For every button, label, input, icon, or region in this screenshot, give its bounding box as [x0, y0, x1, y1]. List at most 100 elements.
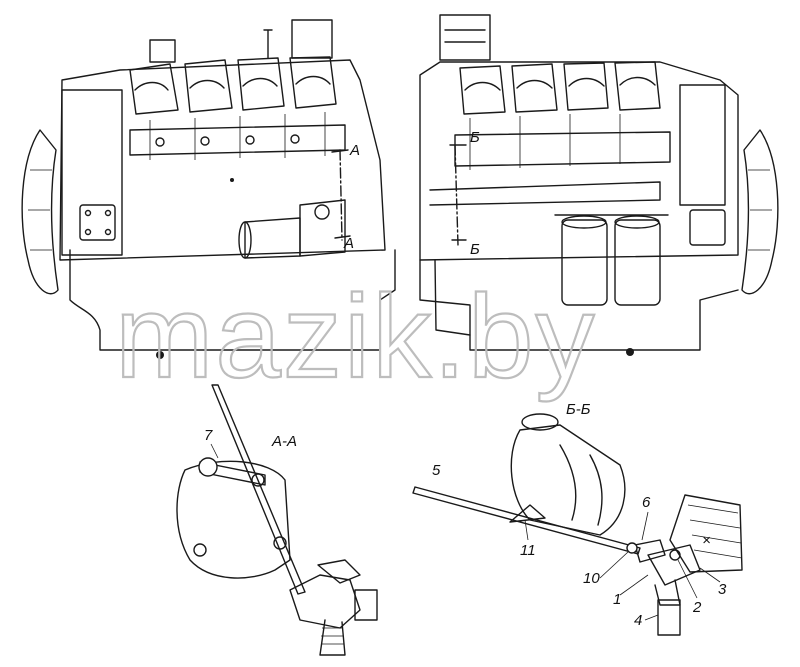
detail-a-pin	[251, 473, 265, 487]
left-oil-pan	[69, 249, 396, 351]
detail-b-contours	[559, 444, 603, 526]
section-mark-a-top: А	[349, 142, 360, 159]
section-b-cut-line	[454, 144, 459, 246]
callout-5: 5	[432, 462, 441, 479]
bolt	[290, 134, 300, 144]
detail-b-block	[669, 494, 743, 573]
bolt	[626, 348, 634, 356]
right-top-compressor	[439, 14, 491, 61]
left-fan-ribs	[28, 169, 52, 251]
detail-a-bracket	[354, 589, 378, 621]
detail-b-block-mark: ×	[702, 532, 711, 549]
top-fitting	[149, 39, 176, 63]
callout-11-leader	[524, 519, 529, 541]
detail-b-washer-2	[669, 549, 681, 561]
section-mark-b-bottom: Б	[470, 241, 480, 258]
right-fuel-line	[429, 181, 661, 206]
r-head-ribs	[464, 76, 656, 91]
r-cylinder-head-3	[563, 62, 609, 111]
right-drain-pipe	[434, 259, 471, 336]
callout-10: 10	[583, 570, 600, 587]
detail-a-nut	[317, 559, 361, 584]
right-engine-view: Б Б	[419, 14, 779, 356]
right-fan-ribs	[748, 169, 772, 251]
callout-3-leader	[699, 567, 721, 583]
watermark: mazik.by	[115, 271, 597, 403]
r-cylinder-head-4	[614, 61, 661, 111]
detail-b-hose-4	[657, 599, 681, 636]
callout-4: 4	[634, 612, 642, 629]
bolt	[104, 228, 112, 236]
section-mark-b-top: Б	[470, 129, 480, 146]
bolt	[245, 135, 255, 145]
bolt	[200, 136, 210, 146]
detail-a-hose	[319, 619, 346, 656]
detail-a-a: А-А 7	[176, 384, 378, 656]
detail-b-clamp	[509, 504, 546, 523]
right-oil-pan	[419, 259, 739, 351]
r-cylinder-head-2	[511, 63, 558, 113]
callout-4-leader	[644, 614, 659, 621]
detail-b-cap	[521, 413, 559, 431]
right-front-plate	[689, 209, 726, 246]
top-pipe	[263, 29, 273, 59]
bolt	[84, 209, 92, 217]
detail-b-washer-10	[626, 542, 638, 554]
bolt	[84, 228, 92, 236]
detail-a-hose-ribs	[321, 627, 344, 645]
top-compressor	[291, 19, 333, 59]
right-fan-blade	[741, 129, 779, 295]
callout-1-leader	[619, 574, 649, 596]
compressor-fins	[444, 29, 486, 43]
callout-2-leader	[677, 559, 698, 599]
left-front-cover	[61, 89, 123, 256]
section-mark-a-bottom: А	[343, 235, 354, 252]
right-side-unit	[679, 84, 726, 206]
detail-b-b: × Б-Б 5 6 11 10 1 2 3 4	[412, 401, 743, 636]
detail-b-elbow	[654, 579, 681, 606]
detail-a-bolt	[193, 543, 207, 557]
cylinder-head-2	[184, 59, 233, 113]
injector-pipes	[149, 112, 326, 160]
bolt	[104, 209, 112, 217]
detail-a-rod	[211, 384, 306, 595]
starter-motor	[238, 199, 346, 259]
detail-b-housing	[510, 424, 626, 536]
detail-a-title: А-А	[271, 433, 297, 450]
detail-a-fitting	[289, 574, 361, 629]
callout-7-leader	[210, 443, 219, 459]
section-a-arrows	[331, 149, 351, 239]
callout-3: 3	[718, 581, 727, 598]
section-b-arrows	[449, 144, 467, 241]
detail-b-union	[647, 544, 701, 586]
callout-10-leader	[599, 551, 629, 579]
cylinder-head-3	[237, 57, 285, 111]
callout-11: 11	[520, 542, 536, 559]
bolt	[156, 351, 164, 359]
left-fan-blade	[21, 129, 59, 295]
cylinder-head-1	[129, 63, 179, 115]
right-manifold	[454, 131, 671, 167]
left-front-plate	[79, 204, 116, 241]
section-a-cut-line	[339, 149, 343, 241]
callout-7: 7	[204, 427, 213, 444]
r-injector-pipes	[469, 114, 621, 170]
fuel-filters	[554, 214, 669, 306]
head-ribs	[134, 75, 331, 91]
callout-6-leader	[641, 511, 649, 541]
detail-b-title: Б-Б	[566, 401, 591, 418]
detail-a-pivot	[198, 457, 218, 477]
left-engine-view: А А	[21, 19, 396, 359]
callout-1: 1	[613, 591, 621, 608]
bolt	[230, 178, 234, 182]
callout-6: 6	[642, 494, 651, 511]
callout-2: 2	[692, 599, 702, 616]
detail-b-block-hatch	[687, 504, 743, 559]
detail-a-housing	[176, 460, 291, 579]
r-cylinder-head-1	[459, 65, 506, 115]
left-engine-block	[59, 59, 386, 261]
right-engine-block	[419, 61, 739, 261]
bolt	[155, 137, 165, 147]
